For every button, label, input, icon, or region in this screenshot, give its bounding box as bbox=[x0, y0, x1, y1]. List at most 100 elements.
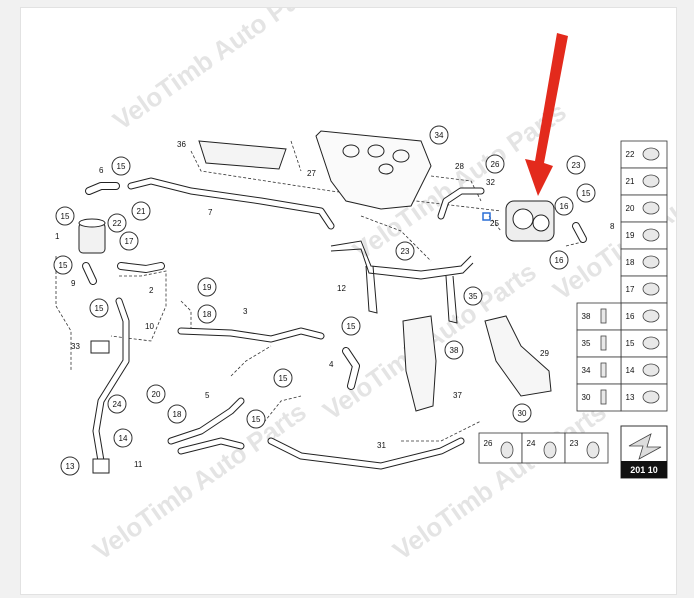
callout-label: 14 bbox=[119, 434, 128, 443]
legend-part-icon bbox=[500, 441, 514, 459]
legend-part-icon bbox=[600, 308, 607, 324]
callout-circle bbox=[576, 183, 596, 203]
part-number-label: 37 bbox=[453, 391, 462, 400]
legend-part-icon bbox=[543, 441, 557, 459]
reservoir-tank bbox=[315, 130, 432, 210]
callout-label: 15 bbox=[95, 304, 104, 313]
part-number-label: 6 bbox=[99, 166, 104, 175]
legend-cell bbox=[576, 356, 622, 385]
callout-circle bbox=[119, 231, 139, 251]
callout-circle bbox=[197, 277, 217, 297]
legend-part-icon bbox=[600, 335, 607, 351]
page-ref-text: 201 10 bbox=[630, 465, 658, 475]
legend-part-icon bbox=[642, 336, 660, 350]
callout-label: 15 bbox=[279, 374, 288, 383]
part-number-label: 12 bbox=[337, 284, 346, 293]
legend-number: 35 bbox=[582, 339, 591, 348]
part-33 bbox=[90, 340, 110, 354]
bracket bbox=[330, 240, 474, 324]
callout-label: 15 bbox=[117, 162, 126, 171]
legend-number: 20 bbox=[626, 204, 635, 213]
insulation-mat bbox=[198, 140, 287, 170]
part-number-label: 31 bbox=[377, 441, 386, 450]
callout-label: 30 bbox=[518, 409, 527, 418]
callout-label: 18 bbox=[203, 310, 212, 319]
legend-part-icon bbox=[642, 309, 660, 323]
callout-label: 13 bbox=[66, 462, 75, 471]
legend-part-icon bbox=[642, 255, 660, 269]
callout-circle bbox=[554, 196, 574, 216]
callout-circle bbox=[512, 403, 532, 423]
legend-number: 24 bbox=[527, 439, 536, 448]
part-number-label: 8 bbox=[610, 222, 615, 231]
callout-circle bbox=[146, 384, 166, 404]
callout-label: 18 bbox=[173, 410, 182, 419]
callout-label: 17 bbox=[125, 237, 134, 246]
callout-circle bbox=[444, 340, 464, 360]
callout-label: 35 bbox=[469, 292, 478, 301]
cover-37 bbox=[402, 315, 437, 412]
legend-part-icon bbox=[642, 228, 660, 242]
part-number-label: 4 bbox=[329, 360, 334, 369]
page-ref-box: 201 10 bbox=[620, 425, 668, 479]
part-number-label: 2 bbox=[149, 286, 154, 295]
legend-number: 22 bbox=[626, 150, 635, 159]
legend-part-icon bbox=[586, 441, 600, 459]
legend-part-icon bbox=[642, 147, 660, 161]
legend-number: 30 bbox=[582, 393, 591, 402]
coolant-pump bbox=[505, 200, 555, 242]
expansion-unit bbox=[78, 218, 106, 254]
part-number-label: 33 bbox=[71, 342, 80, 351]
legend-number: 38 bbox=[582, 312, 591, 321]
legend-number: 17 bbox=[626, 285, 635, 294]
callout-circle bbox=[549, 250, 569, 270]
callout-label: 15 bbox=[582, 189, 591, 198]
callout-circle bbox=[273, 368, 293, 388]
red-arrow bbox=[525, 33, 568, 196]
callout-label: 15 bbox=[252, 415, 261, 424]
legend-number: 21 bbox=[626, 177, 635, 186]
legend-part-icon bbox=[642, 390, 660, 404]
part-number-label: 10 bbox=[145, 322, 154, 331]
part-number-label: 9 bbox=[71, 279, 76, 288]
part-number-label: 11 bbox=[134, 460, 143, 469]
callout-circle bbox=[246, 409, 266, 429]
callout-label: 24 bbox=[113, 400, 122, 409]
callout-circle bbox=[167, 404, 187, 424]
callout-circle bbox=[89, 298, 109, 318]
callout-label: 23 bbox=[401, 247, 410, 256]
legend-part-icon bbox=[642, 363, 660, 377]
callout-circle bbox=[55, 206, 75, 226]
legend-number: 23 bbox=[570, 439, 579, 448]
callout-layer: 1521221715151524141319182018151523153426… bbox=[53, 125, 615, 476]
callout-circle bbox=[107, 213, 127, 233]
callout-label: 20 bbox=[152, 390, 161, 399]
legend-part-icon bbox=[642, 282, 660, 296]
callout-circle bbox=[113, 428, 133, 448]
callout-label: 16 bbox=[555, 256, 564, 265]
callout-label: 23 bbox=[572, 161, 581, 170]
callout-label: 16 bbox=[560, 202, 569, 211]
callout-label: 34 bbox=[435, 131, 444, 140]
legend-cell bbox=[478, 432, 523, 464]
part-number-label: 28 bbox=[455, 162, 464, 171]
callout-circle bbox=[53, 255, 73, 275]
watermark-text: VeloTimb Auto Parts bbox=[387, 396, 611, 566]
air-duct bbox=[484, 315, 552, 397]
legend-number: 18 bbox=[626, 258, 635, 267]
leader-lines bbox=[55, 140, 587, 442]
part-number-label: 1 bbox=[55, 232, 60, 241]
legend-number: 16 bbox=[626, 312, 635, 321]
legend-number: 13 bbox=[626, 393, 635, 402]
callout-label: 22 bbox=[113, 219, 122, 228]
callout-circle bbox=[111, 156, 131, 176]
callout-circle bbox=[485, 154, 505, 174]
callout-label: 21 bbox=[137, 207, 146, 216]
callout-circle bbox=[131, 201, 151, 221]
callout-label: 19 bbox=[203, 283, 212, 292]
callout-circle bbox=[60, 456, 80, 476]
